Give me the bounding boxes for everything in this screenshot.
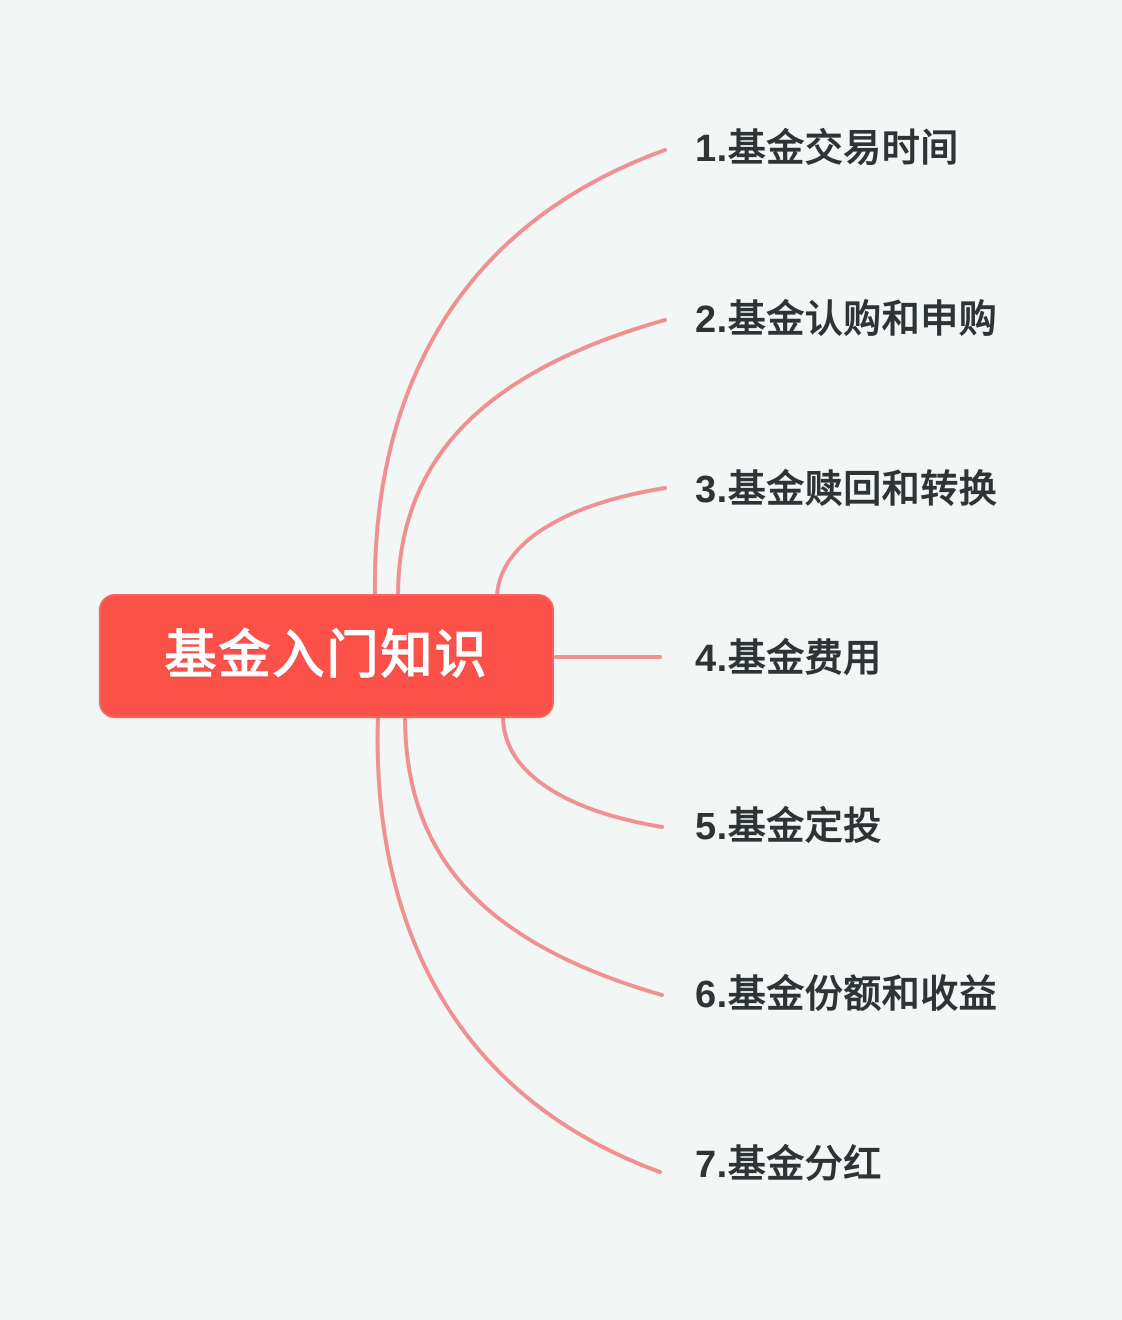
branch-label-5[interactable]: 5.基金定投 [695,806,882,848]
connector-branch-3 [495,486,667,598]
connector-branch-6 [403,714,664,997]
connector-branch-7 [375,714,662,1174]
branch-label-3[interactable]: 3.基金赎回和转换 [695,469,998,511]
central-node[interactable]: 基金入门知识 [99,594,554,718]
branch-label-6[interactable]: 6.基金份额和收益 [695,974,998,1016]
connector-branch-5 [501,714,664,829]
central-node-label: 基金入门知识 [164,627,489,685]
branch-label-4[interactable]: 4.基金费用 [695,638,882,680]
branch-label-7[interactable]: 7.基金分红 [695,1144,882,1186]
branch-label-2[interactable]: 2.基金认购和申购 [695,299,998,341]
connector-branch-2 [396,318,667,598]
connector-branch-1 [372,148,667,598]
branch-label-1[interactable]: 1.基金交易时间 [695,128,959,170]
